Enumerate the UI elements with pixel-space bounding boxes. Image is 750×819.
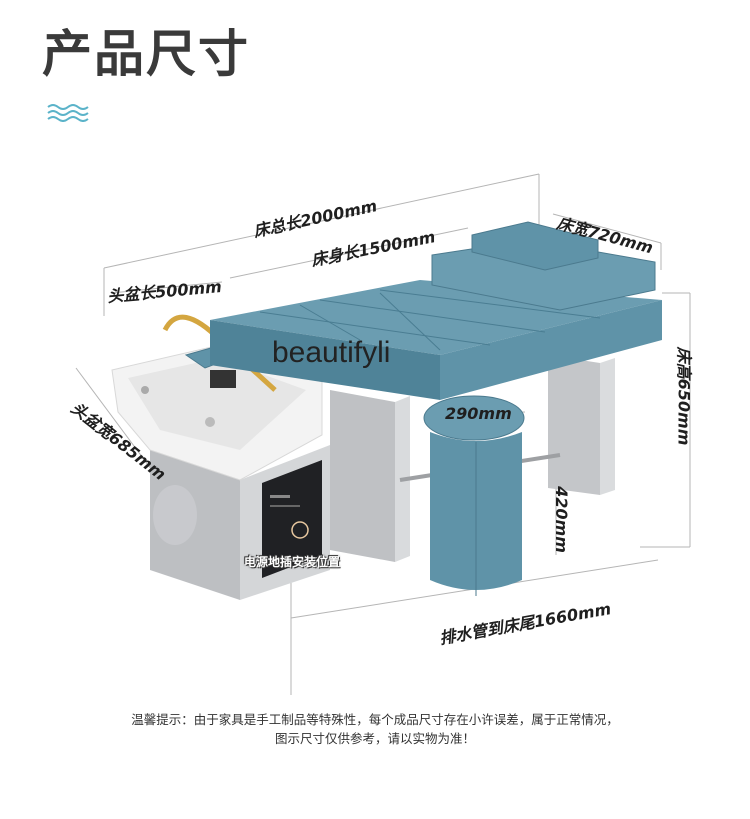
footnote-line-1: 温馨提示：由于家具是手工制品等特殊性，每个成品尺寸存在小许误差，属于正常情况， bbox=[131, 712, 619, 727]
pillow bbox=[431, 221, 656, 311]
watermark: beautifyli bbox=[272, 336, 391, 369]
bed-legs bbox=[330, 355, 615, 562]
dimension-stool-height: 420mm bbox=[551, 486, 571, 553]
stool bbox=[423, 395, 525, 596]
shampoo-bed-illustration bbox=[75, 173, 691, 695]
power-socket-label: 电源地插安装位置 bbox=[244, 555, 341, 569]
washbasin bbox=[111, 314, 323, 481]
footnote-line-2: 图示尺寸仅供参考，请以实物为准！ bbox=[274, 731, 475, 746]
dimension-lines bbox=[75, 173, 691, 695]
control-panel bbox=[262, 460, 322, 578]
dimension-bed-height: 床高650mm bbox=[674, 346, 694, 446]
dimension-stool-width: 290mm bbox=[445, 404, 512, 423]
page-title: 产品尺寸 bbox=[42, 25, 250, 83]
wave-decoration-icon bbox=[47, 104, 89, 122]
footnote: 温馨提示：由于家具是手工制品等特殊性，每个成品尺寸存在小许误差，属于正常情况， … bbox=[0, 710, 750, 748]
